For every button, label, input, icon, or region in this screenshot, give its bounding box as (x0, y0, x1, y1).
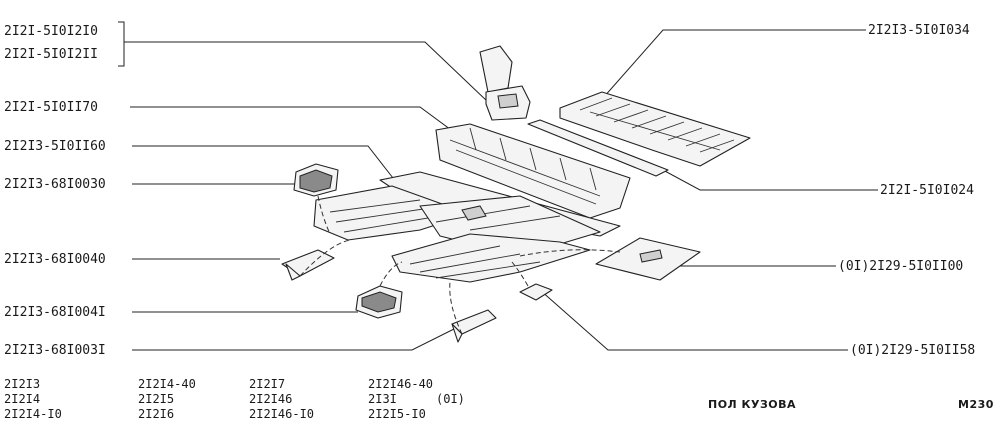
jack-support-front (293, 163, 339, 197)
label-rear-floor-panel: 2I2I3-5I0I034 (868, 23, 970, 38)
label-seat-bracket-1: 2I2I-5I0I2I0 (4, 24, 98, 39)
model-col3-row2: 2I2I46 (249, 392, 293, 406)
model-col4-row2: 2I3I (368, 392, 397, 406)
jack-bracket-right (451, 309, 497, 343)
label-rear-seat-panel: 2I2I-5I0II70 (4, 100, 98, 115)
model-col2-row3: 2I2I6 (138, 407, 175, 421)
model-col1-row3: 2I2I4-I0 (4, 407, 62, 421)
label-rear-crossmember: 2I2I-5I0I024 (880, 183, 974, 198)
label-cover-plate-small: (0I)2I29-5I0II58 (850, 343, 976, 358)
label-cover-plate-large: (0I)2I29-5I0II00 (838, 259, 964, 274)
seat-support-bracket (479, 45, 531, 121)
assembly-dash-lines (299, 195, 621, 335)
model-col1-row2: 2I2I4 (4, 392, 41, 406)
rear-floor-panel (559, 91, 751, 167)
cover-plate-small (519, 283, 553, 301)
page-code: M230 (958, 398, 994, 411)
rear-crossmember (527, 119, 669, 177)
label-jack-support-rear: 2I2I3-68I004I (4, 305, 106, 320)
rear-seat-panel (435, 123, 631, 219)
model-col1-row1: 2I2I3 (4, 377, 41, 391)
model-col3-row1: 2I2I7 (249, 377, 286, 391)
model-col3-row3: 2I2I46-I0 (249, 407, 315, 421)
label-jack-support-front: 2I2I3-68I0030 (4, 177, 106, 192)
label-front-floor: 2I2I3-5I0II60 (4, 139, 106, 154)
model-col4-row1: 2I2I46-40 (368, 377, 434, 391)
front-floor-assembly (313, 171, 621, 283)
model-col2-row1: 2I2I4-40 (138, 377, 196, 391)
model-col4-row3: 2I2I5-I0 (368, 407, 426, 421)
leader-lines (118, 21, 878, 351)
jack-support-rear (355, 285, 403, 319)
label-seat-bracket-2: 2I2I-5I0I2II (4, 47, 98, 62)
label-jack-bracket-left: 2I2I3-68I0040 (4, 252, 106, 267)
jack-bracket-left (281, 249, 335, 281)
page-title: ПОЛ КУЗОВА (708, 398, 797, 411)
model-col2-row2: 2I2I5 (138, 392, 175, 406)
cover-plate-large (595, 237, 701, 281)
model-col4-note: (0I) (436, 392, 465, 406)
label-jack-bracket-right: 2I2I3-68I003I (4, 343, 106, 358)
